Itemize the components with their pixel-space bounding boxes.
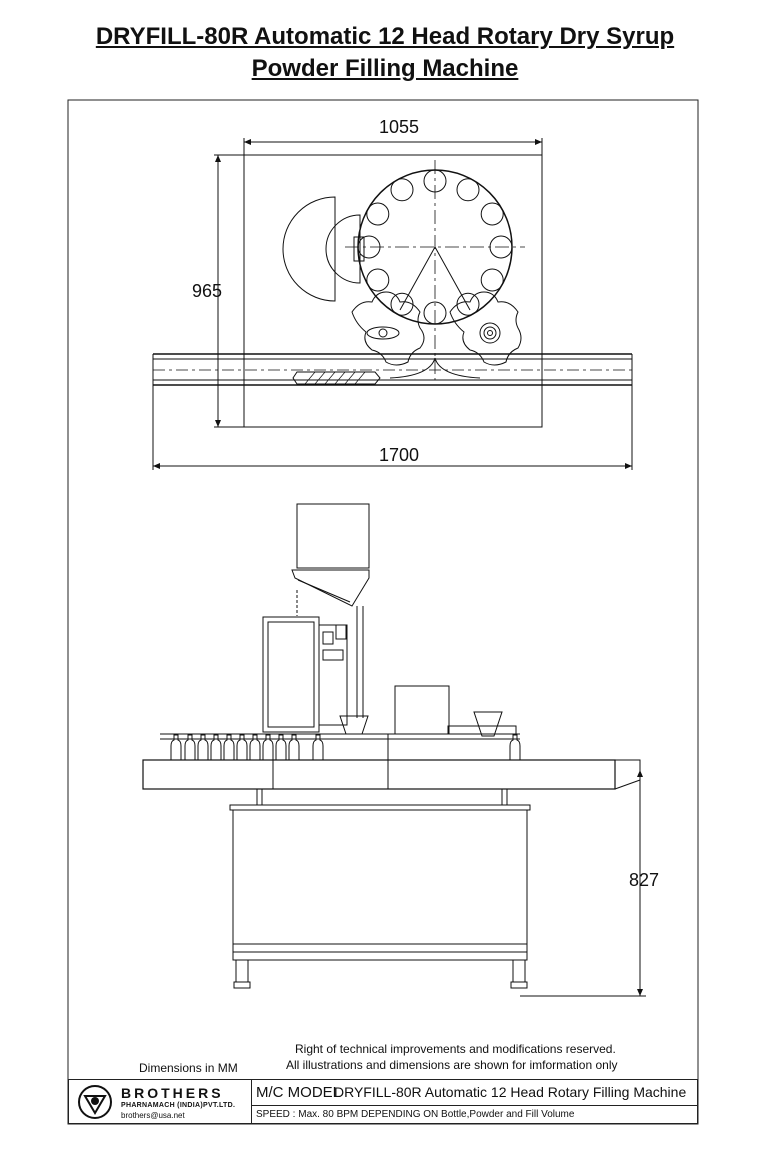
filling-head <box>423 169 447 193</box>
note-technical-improvements: Right of technical improvements and modi… <box>295 1042 616 1056</box>
title-block: BROTHERS PHARNAMACH (INDIA)PVT.LTD. brot… <box>68 1079 698 1124</box>
hopper-outer-outline <box>282 196 336 302</box>
company-name: PHARNAMACH (INDIA)PVT.LTD. <box>121 1102 236 1109</box>
filling-head <box>456 178 480 202</box>
star-wheel-right <box>449 291 522 366</box>
filling-head <box>423 301 447 325</box>
bottle <box>184 734 196 760</box>
front-hopper <box>296 503 370 569</box>
model-row: M/C MODEL DRYFILL-80R Automatic 12 Head … <box>252 1080 697 1106</box>
filling-head <box>456 292 480 316</box>
model-label: M/C MODEL <box>256 1084 342 1101</box>
bottle <box>262 734 274 760</box>
drawing-frame <box>67 99 699 1125</box>
note-information-only: All illustrations and dimensions are sho… <box>286 1058 618 1072</box>
machine-cabinet <box>232 809 528 945</box>
company-logo-icon <box>78 1085 112 1119</box>
bottle <box>288 734 300 760</box>
company-email: brothers@usa.net <box>121 1111 185 1120</box>
bottle <box>249 734 261 760</box>
drawing-title-line-1: DRYFILL-80R Automatic 12 Head Rotary Dry… <box>95 23 675 50</box>
speed-spec: SPEED : Max. 80 BPM DEPENDING ON Bottle,… <box>256 1109 575 1120</box>
bottle <box>197 734 209 760</box>
bottle <box>210 734 222 760</box>
front-view <box>142 503 646 997</box>
bottle <box>509 734 521 760</box>
dim-text-965: 965 <box>192 281 222 301</box>
filling-head <box>357 235 381 259</box>
control-panel <box>262 616 320 733</box>
dim-text-1700: 1700 <box>379 445 419 465</box>
bottle <box>312 734 324 760</box>
brand-name: BROTHERS <box>121 1085 224 1101</box>
filling-head <box>489 235 513 259</box>
bottle <box>170 734 182 760</box>
filling-head <box>366 268 390 292</box>
bottle <box>223 734 235 760</box>
drive-housing <box>394 685 450 735</box>
bottles <box>170 734 521 760</box>
infeed-worm <box>292 371 381 385</box>
top-view <box>152 138 633 470</box>
filling-head <box>390 292 414 316</box>
filling-head <box>390 178 414 202</box>
model-value: DRYFILL-80R Automatic 12 Head Rotary Fil… <box>334 1084 687 1100</box>
bottle <box>275 734 287 760</box>
star-wheel-left <box>351 291 425 366</box>
bottle <box>236 734 248 760</box>
filling-head <box>480 202 504 226</box>
dim-text-1055: 1055 <box>379 117 419 137</box>
top-view-base-outline <box>243 154 543 428</box>
note-units: Dimensions in MM <box>139 1061 238 1075</box>
table-top <box>142 759 616 790</box>
filling-head <box>480 268 504 292</box>
company-cell: BROTHERS PHARNAMACH (INDIA)PVT.LTD. brot… <box>69 1080 252 1123</box>
drawing-title-line-2: Powder Filling Machine <box>251 55 519 82</box>
dim-text-827: 827 <box>629 870 659 890</box>
hopper-inner-outline <box>325 214 361 284</box>
filling-head <box>366 202 390 226</box>
